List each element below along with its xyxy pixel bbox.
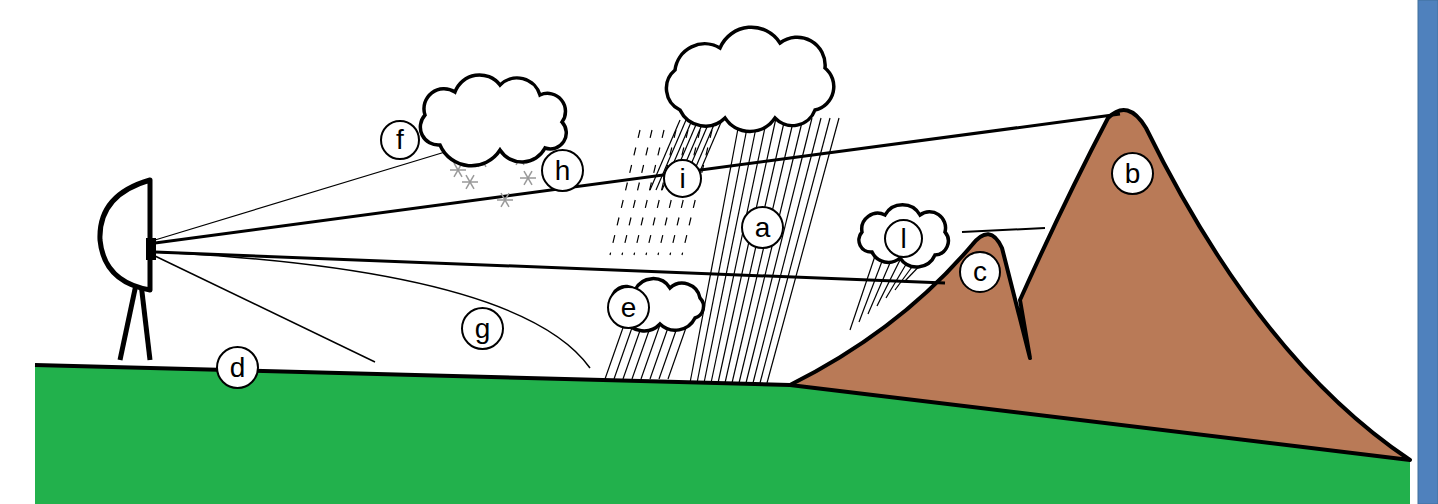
callout-letter: g bbox=[475, 315, 491, 343]
callout-circle: l bbox=[884, 219, 923, 258]
callout-circle: h bbox=[541, 149, 584, 192]
callout-letter: d bbox=[230, 354, 246, 382]
callout-circle: e bbox=[607, 286, 650, 329]
callout-circle: f bbox=[380, 120, 420, 160]
callout-letter: h bbox=[555, 157, 571, 185]
callout-circle: b bbox=[1111, 152, 1154, 195]
callout-letter: c bbox=[973, 258, 987, 286]
callout-letter: i bbox=[679, 165, 685, 193]
callout-letter: a bbox=[755, 214, 771, 242]
callout-letter: f bbox=[396, 126, 404, 154]
callout-letter: e bbox=[621, 294, 637, 322]
callout-circle: i bbox=[663, 159, 702, 198]
callout-circle: c bbox=[959, 251, 1001, 293]
callout-circle: d bbox=[216, 346, 259, 389]
callout-circle: g bbox=[461, 307, 504, 350]
callout-letter: b bbox=[1125, 160, 1141, 188]
callout-letter: l bbox=[900, 225, 906, 253]
callout-circle: a bbox=[741, 206, 784, 249]
